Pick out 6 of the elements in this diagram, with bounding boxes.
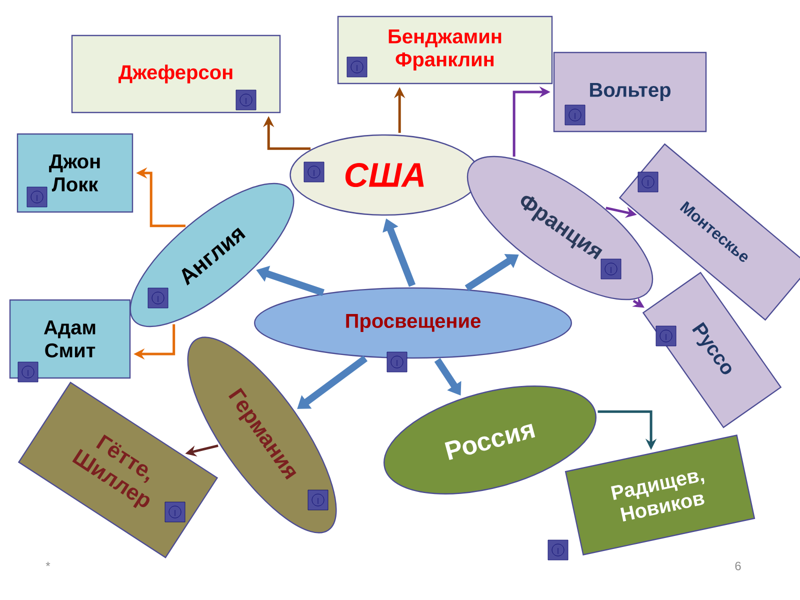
person-box: Адам Смит: [9, 299, 131, 379]
person-box: Джон Локк: [16, 133, 134, 213]
person-box: Бенджамин Франклин: [337, 16, 553, 84]
person-box: Вольтер: [553, 52, 707, 132]
person-box: Джеферсон: [71, 34, 281, 114]
person-box: Радищев, Новиков: [564, 434, 756, 556]
